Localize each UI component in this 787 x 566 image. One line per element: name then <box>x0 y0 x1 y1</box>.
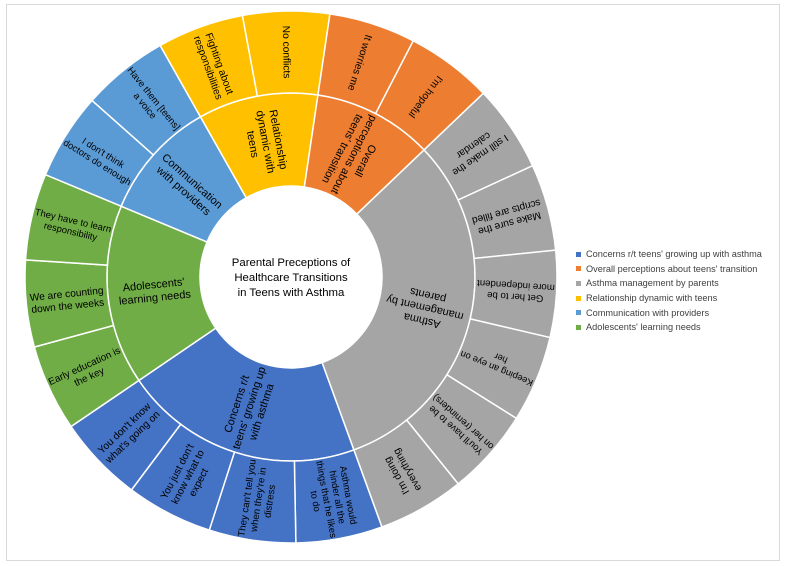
legend-item: Asthma management by parents <box>576 276 781 291</box>
chart-legend: Concerns r/t teens' growing up with asth… <box>576 247 781 335</box>
legend-swatch <box>576 295 581 301</box>
legend-label: Overall perceptions about teens' transit… <box>586 263 758 274</box>
legend-swatch <box>576 251 581 257</box>
legend-label: Relationship dynamic with teens <box>586 293 718 304</box>
legend-label: Communication with providers <box>586 307 710 318</box>
leaf-label-no-conflicts: No conflicts <box>280 26 292 79</box>
leaf-i-m-doing-everything <box>352 419 460 528</box>
legend-label: Asthma management by parents <box>586 278 719 289</box>
legend-label: Adolescents' learning needs <box>586 322 701 333</box>
legend-label: Concerns r/t teens' growing up with asth… <box>586 249 762 260</box>
leaf-label-get-her-to-be-more-independent: Get her to bemore independent <box>476 277 555 304</box>
legend-swatch <box>576 324 581 330</box>
legend-swatch <box>576 266 581 272</box>
legend-item: Communication with providers <box>576 305 781 320</box>
legend-swatch <box>576 280 581 286</box>
legend-item: Adolescents' learning needs <box>576 320 781 335</box>
legend-item: Overall perceptions about teens' transit… <box>576 262 781 277</box>
legend-item: Relationship dynamic with teens <box>576 291 781 306</box>
legend-item: Concerns r/t teens' growing up with asth… <box>576 247 781 262</box>
legend-swatch <box>576 310 581 316</box>
